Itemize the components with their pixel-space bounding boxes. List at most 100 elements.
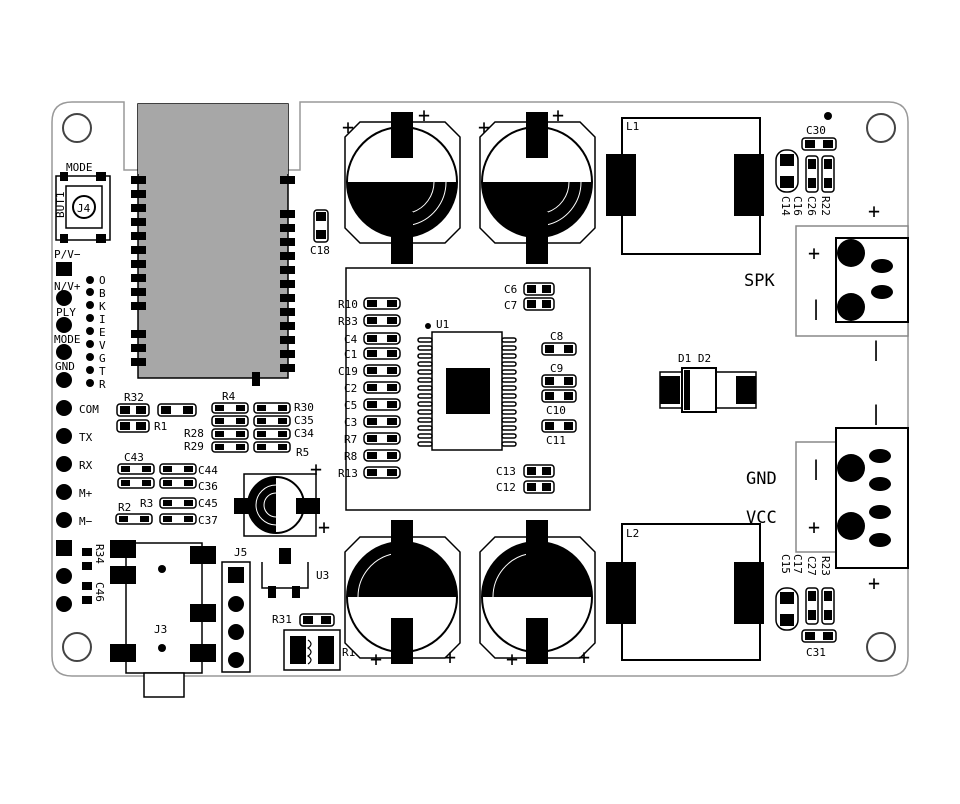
label-c7: C7 xyxy=(504,299,517,312)
label-c1: C1 xyxy=(344,348,357,361)
label-j3: J3 xyxy=(154,623,167,636)
smd-column-amp xyxy=(363,297,401,479)
pwr-plus-bottom: + xyxy=(868,571,880,595)
label-c10: C10 xyxy=(546,404,566,417)
label-r29: R29 xyxy=(184,440,204,453)
pwr-minus-pin: | xyxy=(810,456,822,480)
spk-plus-pin: + xyxy=(808,241,820,265)
label-m-minus: M− xyxy=(79,515,93,528)
label-r: R xyxy=(99,378,106,391)
label-r5: R5 xyxy=(296,446,309,459)
label-c3: C3 xyxy=(344,416,357,429)
bluetooth-module xyxy=(131,103,295,386)
label-ply: PLY xyxy=(56,306,76,319)
label-c35: C35 xyxy=(294,414,314,427)
mounting-hole-bl xyxy=(62,632,92,662)
cap-c18 xyxy=(313,209,329,243)
label-i: I xyxy=(99,313,106,326)
pot-plus-top: + xyxy=(310,457,322,481)
label-c43: C43 xyxy=(124,451,144,464)
label-u3: U3 xyxy=(316,569,329,582)
label-r30: R30 xyxy=(294,401,314,414)
label-c12: C12 xyxy=(496,481,516,494)
label-c4: C4 xyxy=(344,333,358,346)
mounting-hole-tl xyxy=(62,113,92,143)
label-u1: U1 xyxy=(436,318,449,331)
label-c19: C19 xyxy=(338,365,358,378)
pad-tx xyxy=(56,428,72,444)
electrolytic-cap-bl xyxy=(344,520,461,664)
label-c2: C2 xyxy=(344,382,357,395)
header-j5 xyxy=(221,561,251,673)
pad-b3 xyxy=(56,596,72,612)
smd-r4-pads xyxy=(215,405,287,450)
cap-br-plus-right: + xyxy=(578,645,590,669)
label-r2: R2 xyxy=(118,501,131,514)
pad-rx xyxy=(56,456,72,472)
label-c27: C27 xyxy=(805,556,818,576)
label-c26: C26 xyxy=(805,196,818,216)
smd-right-bottom xyxy=(775,587,837,643)
pad-bottom-square xyxy=(56,540,72,556)
label-c37: C37 xyxy=(198,514,218,527)
pad-ply xyxy=(56,317,72,333)
header-obkievgtr xyxy=(86,276,94,387)
label-spk: SPK xyxy=(744,271,775,291)
smd-amp-right xyxy=(523,282,577,494)
label-r34: R34 xyxy=(93,544,106,564)
label-r32: R32 xyxy=(124,391,144,404)
label-m-plus: M+ xyxy=(79,487,93,500)
pad-b2 xyxy=(56,568,72,584)
cap-tr-plus-right: + xyxy=(552,103,564,127)
label-c30: C30 xyxy=(806,124,826,137)
label-r7: R7 xyxy=(344,433,357,446)
diodes-d1-d2 xyxy=(659,367,757,413)
pad-com xyxy=(56,400,72,416)
label-r31: R31 xyxy=(272,613,292,626)
cap-br-plus-left: + xyxy=(506,647,518,671)
pad-pv xyxy=(56,262,72,276)
label-mode-top: MODE xyxy=(66,161,93,174)
pot-plus-bottom: + xyxy=(318,515,330,539)
smd-r32-pads xyxy=(120,406,193,430)
label-vcc: VCC xyxy=(746,508,777,528)
label-r13: R13 xyxy=(338,467,358,480)
ic-u1 xyxy=(417,323,517,451)
smd-r34-c46 xyxy=(82,548,92,604)
label-com: COM xyxy=(79,403,99,416)
audio-jack-j3 xyxy=(110,540,216,698)
electrolytic-cap-br xyxy=(479,520,596,664)
mounting-hole-tr xyxy=(866,113,896,143)
inductor-r11 xyxy=(283,629,341,671)
label-r4: R4 xyxy=(222,390,236,403)
label-c34: C34 xyxy=(294,427,314,440)
inductor-l1 xyxy=(606,117,764,255)
spk-plus-top: + xyxy=(868,199,880,223)
label-c15: C15 xyxy=(779,554,792,574)
label-c6: C6 xyxy=(504,283,517,296)
label-but1: BUT1 xyxy=(54,192,67,219)
amp-area-outline xyxy=(345,267,591,511)
label-nv-plus: N/V+ xyxy=(54,280,81,293)
label-r28: R28 xyxy=(184,427,204,440)
terminal-power xyxy=(795,427,909,569)
button-but1 xyxy=(55,172,111,243)
label-j4: J4 xyxy=(77,202,91,215)
cap-tl-plus-left: + xyxy=(342,115,354,139)
potentiometer xyxy=(234,473,320,537)
cap-bl-plus-left: + xyxy=(370,647,382,671)
mounting-hole-br xyxy=(866,632,896,662)
cap-tl-plus-right: + xyxy=(418,103,430,127)
pad-mode xyxy=(56,344,72,360)
label-c16: C16 xyxy=(791,196,804,216)
spk-minus-bottom: | xyxy=(870,337,882,361)
label-l2: L2 xyxy=(626,527,639,540)
smd-right-top xyxy=(775,112,837,193)
label-c13: C13 xyxy=(496,465,516,478)
label-c8: C8 xyxy=(550,330,563,343)
label-c44: C44 xyxy=(198,464,218,477)
label-c11: C11 xyxy=(546,434,566,447)
label-c36: C36 xyxy=(198,480,218,493)
label-rx: RX xyxy=(79,459,93,472)
